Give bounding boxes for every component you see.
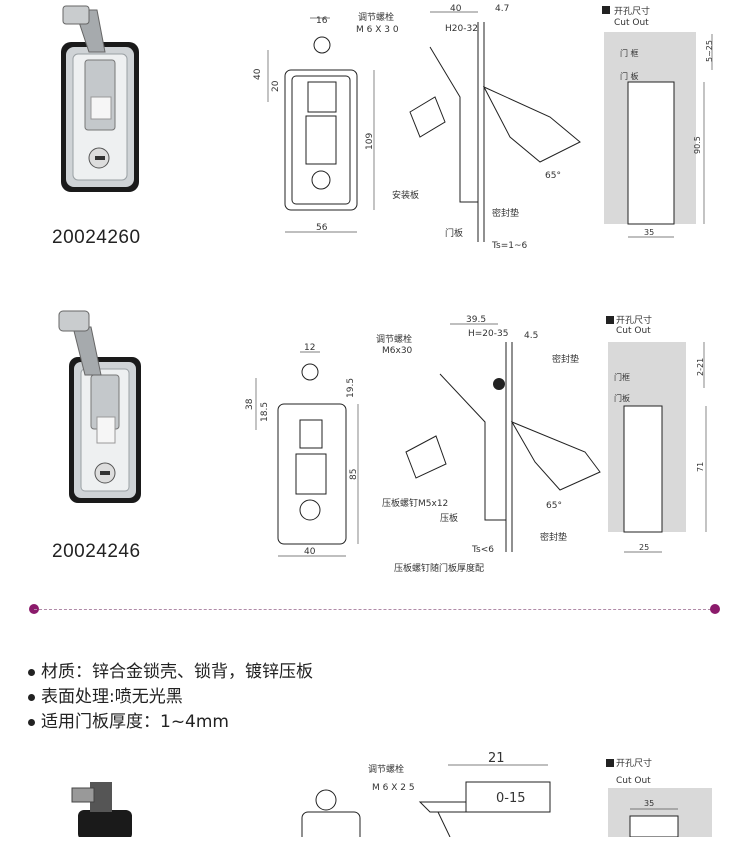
- frame-label: 门 框: [620, 48, 639, 58]
- seal-label: 密封垫: [540, 531, 567, 543]
- section-divider: [34, 609, 716, 611]
- dim-label: 4.5: [524, 331, 538, 341]
- product-1-photo: [55, 2, 145, 197]
- product-code: 20024246: [52, 541, 141, 562]
- product-2-side-drawing: 39.5 H=20-35 4.5 调节螺栓 M6x30 密封垫 压板螺钉M5x1…: [376, 315, 601, 574]
- adjust-bolt-label: 调节螺栓: [368, 763, 404, 775]
- spec-item: 材质：锌合金锁壳、锁背，镀锌压板: [28, 660, 313, 685]
- dim-label: 40: [304, 547, 316, 557]
- dim-label: 35: [644, 228, 654, 237]
- product-1-front-drawing: 16 40 20 109 56: [253, 16, 375, 233]
- spec-item: 适用门板厚度：1~4mm: [28, 710, 313, 735]
- dim-label: 20: [271, 80, 281, 92]
- dim-label: 90.5: [693, 136, 702, 154]
- dim-label: 16: [316, 16, 328, 26]
- adjust-bolt-size: M 6 X 3 0: [356, 25, 399, 35]
- seal-top-label: 密封垫: [552, 353, 579, 365]
- plate-label: 压板: [440, 512, 458, 524]
- dim-label: 85: [349, 469, 359, 480]
- spec-list: 材质：锌合金锁壳、锁背，镀锌压板 表面处理:喷无光黑 适用门板厚度：1~4mm: [28, 660, 313, 735]
- dim-label: 21: [488, 751, 505, 766]
- spec-item: 表面处理:喷无光黑: [28, 685, 313, 710]
- cutout-title-en: Cut Out: [614, 18, 649, 28]
- dim-label: 12: [304, 343, 315, 353]
- dim-label: 38: [245, 398, 255, 410]
- product-2-front-drawing: 12 38 18.5 19.5 85 40: [245, 343, 359, 557]
- adjust-bolt-label: 调节螺栓: [358, 11, 394, 23]
- dim-label: 40: [253, 68, 263, 80]
- dim-label: 109: [365, 133, 375, 150]
- cutout-title: 开孔尺寸: [614, 5, 650, 17]
- dim-label: 71: [696, 462, 705, 472]
- seal-label: 密封垫: [492, 207, 519, 219]
- panel-label: 门 板: [620, 71, 639, 81]
- product-3-photo: [68, 778, 138, 837]
- ts-label: Ts=1~6: [491, 241, 528, 251]
- dim-label: 25: [639, 543, 649, 552]
- mount-plate-label: 安装板: [392, 189, 419, 201]
- product-1-side-drawing: 40 4.7 调节螺栓 M 6 X 3 0 H20-32 安装板 门板 密封垫 …: [356, 4, 581, 251]
- product-code: 20024260: [52, 227, 141, 248]
- screw-label: 压板螺钉M5x12: [382, 497, 448, 509]
- dim-label: 35: [644, 799, 654, 808]
- product-2-photo: [55, 305, 145, 505]
- door-panel-label: 门板: [445, 227, 463, 239]
- cutout-title-en: Cut Out: [616, 326, 651, 336]
- frame-label: 门框: [614, 372, 630, 382]
- product-3-cutout: 开孔尺寸 Cut Out 35: [600, 756, 720, 838]
- ts-label: Ts<6: [471, 545, 494, 555]
- cutout-title-en: Cut Out: [616, 776, 651, 786]
- dim-label: 2-21: [696, 358, 705, 376]
- angle-label: 65°: [545, 171, 561, 181]
- divider-dot-right: [710, 604, 720, 614]
- dim-label: 18.5: [260, 402, 270, 422]
- bullet-icon: [28, 693, 35, 701]
- note-label: 压板螺钉随门板厚度配: [394, 562, 484, 574]
- product-3-drawing: 调节螺栓 M 6 X 2 5 21 0-15: [301, 751, 551, 837]
- dim-label: 5~25: [705, 40, 714, 62]
- dim-label: 19.5: [346, 378, 356, 398]
- adjust-bolt-label: 调节螺栓: [376, 333, 412, 345]
- dim-label: 40: [450, 4, 462, 14]
- dim-label: 56: [316, 223, 328, 233]
- h-range-label: H20-32: [445, 24, 478, 34]
- adjust-bolt-size: M6x30: [382, 346, 413, 356]
- angle-label: 65°: [546, 501, 562, 511]
- product-2-cutout: 开孔尺寸 Cut Out 门框 门板 2-21 71 25: [600, 312, 720, 562]
- cutout-title: 开孔尺寸: [616, 757, 652, 769]
- dim-label: 4.7: [495, 4, 509, 14]
- h-range-label: H=20-35: [468, 329, 508, 339]
- cutout-title: 开孔尺寸: [616, 314, 652, 326]
- panel-label: 门板: [614, 393, 630, 403]
- adjust-bolt-size: M 6 X 2 5: [372, 783, 415, 793]
- dim-label: 39.5: [466, 315, 486, 325]
- bullet-icon: [28, 718, 35, 726]
- bullet-icon: [28, 668, 35, 676]
- h-range-label: 0-15: [496, 791, 526, 806]
- product-1-cutout: 开孔尺寸 Cut Out 门 框 门 板 5~25 90.5 35: [600, 4, 720, 244]
